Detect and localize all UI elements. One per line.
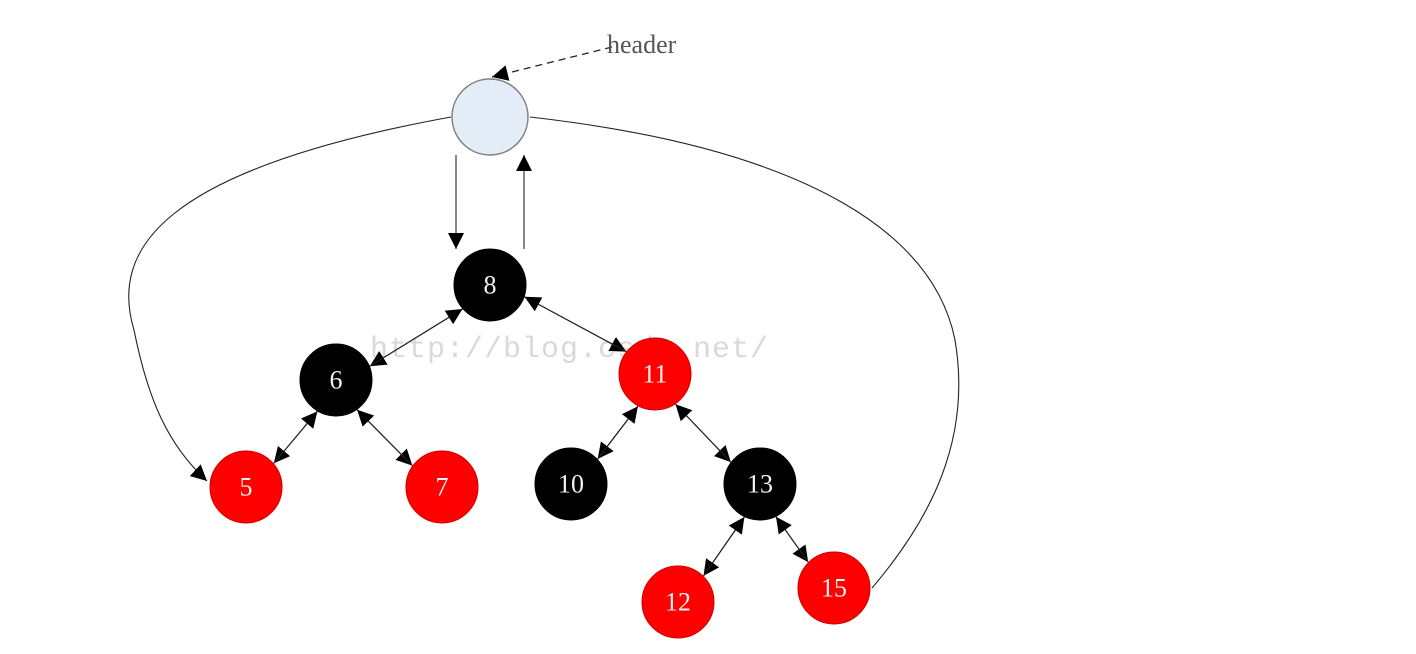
header-node xyxy=(451,78,529,156)
node-circle-7 xyxy=(405,450,479,524)
header-pointer-arrow xyxy=(491,46,613,81)
node-circle-6 xyxy=(299,343,373,417)
node-circle-5 xyxy=(209,450,283,524)
header-label: header xyxy=(607,30,677,59)
tree-node-11: 11 xyxy=(618,337,692,411)
tree-node-5: 5 xyxy=(209,450,283,524)
node-label-5: 5 xyxy=(240,473,253,502)
header-rightmost-link xyxy=(529,116,960,589)
tree-node-13: 13 xyxy=(723,447,797,521)
header-node-circle xyxy=(451,78,529,156)
tree-node-8: 8 xyxy=(453,248,527,322)
node-circle-15 xyxy=(797,551,871,625)
watermark-text: http://blog.csdn.net/ xyxy=(370,333,769,367)
tree-node-12: 12 xyxy=(641,565,715,639)
node-label-6: 6 xyxy=(330,366,343,395)
edge-n13-to-n11 xyxy=(675,403,732,463)
tree-edges xyxy=(273,155,809,577)
header-leftmost-link xyxy=(128,116,452,482)
tree-node-10: 10 xyxy=(534,447,608,521)
node-label-10: 10 xyxy=(558,470,584,499)
edge-n5-to-n6 xyxy=(273,411,318,464)
node-label-8: 8 xyxy=(484,271,497,300)
edge-n11-to-n8 xyxy=(524,296,627,353)
node-circle-8 xyxy=(453,248,527,322)
node-circle-12 xyxy=(641,565,715,639)
edge-n10-to-n11 xyxy=(597,405,639,460)
edge-n12-to-n13 xyxy=(703,516,745,577)
node-label-13: 13 xyxy=(747,470,773,499)
node-label-11: 11 xyxy=(642,360,667,389)
node-label-12: 12 xyxy=(665,588,691,617)
edge-n7-to-n6 xyxy=(356,409,413,466)
node-label-7: 7 xyxy=(436,473,449,502)
tree-node-6: 6 xyxy=(299,343,373,417)
node-circle-11 xyxy=(618,337,692,411)
tree-node-7: 7 xyxy=(405,450,479,524)
node-circle-13 xyxy=(723,447,797,521)
node-label-15: 15 xyxy=(821,574,847,603)
tree-nodes: 8 6 11 5 7 10 13 12 15 xyxy=(209,78,871,639)
edge-n6-to-n8 xyxy=(369,308,463,367)
tree-node-15: 15 xyxy=(797,551,871,625)
node-circle-10 xyxy=(534,447,608,521)
edge-n15-to-n13 xyxy=(775,516,809,563)
